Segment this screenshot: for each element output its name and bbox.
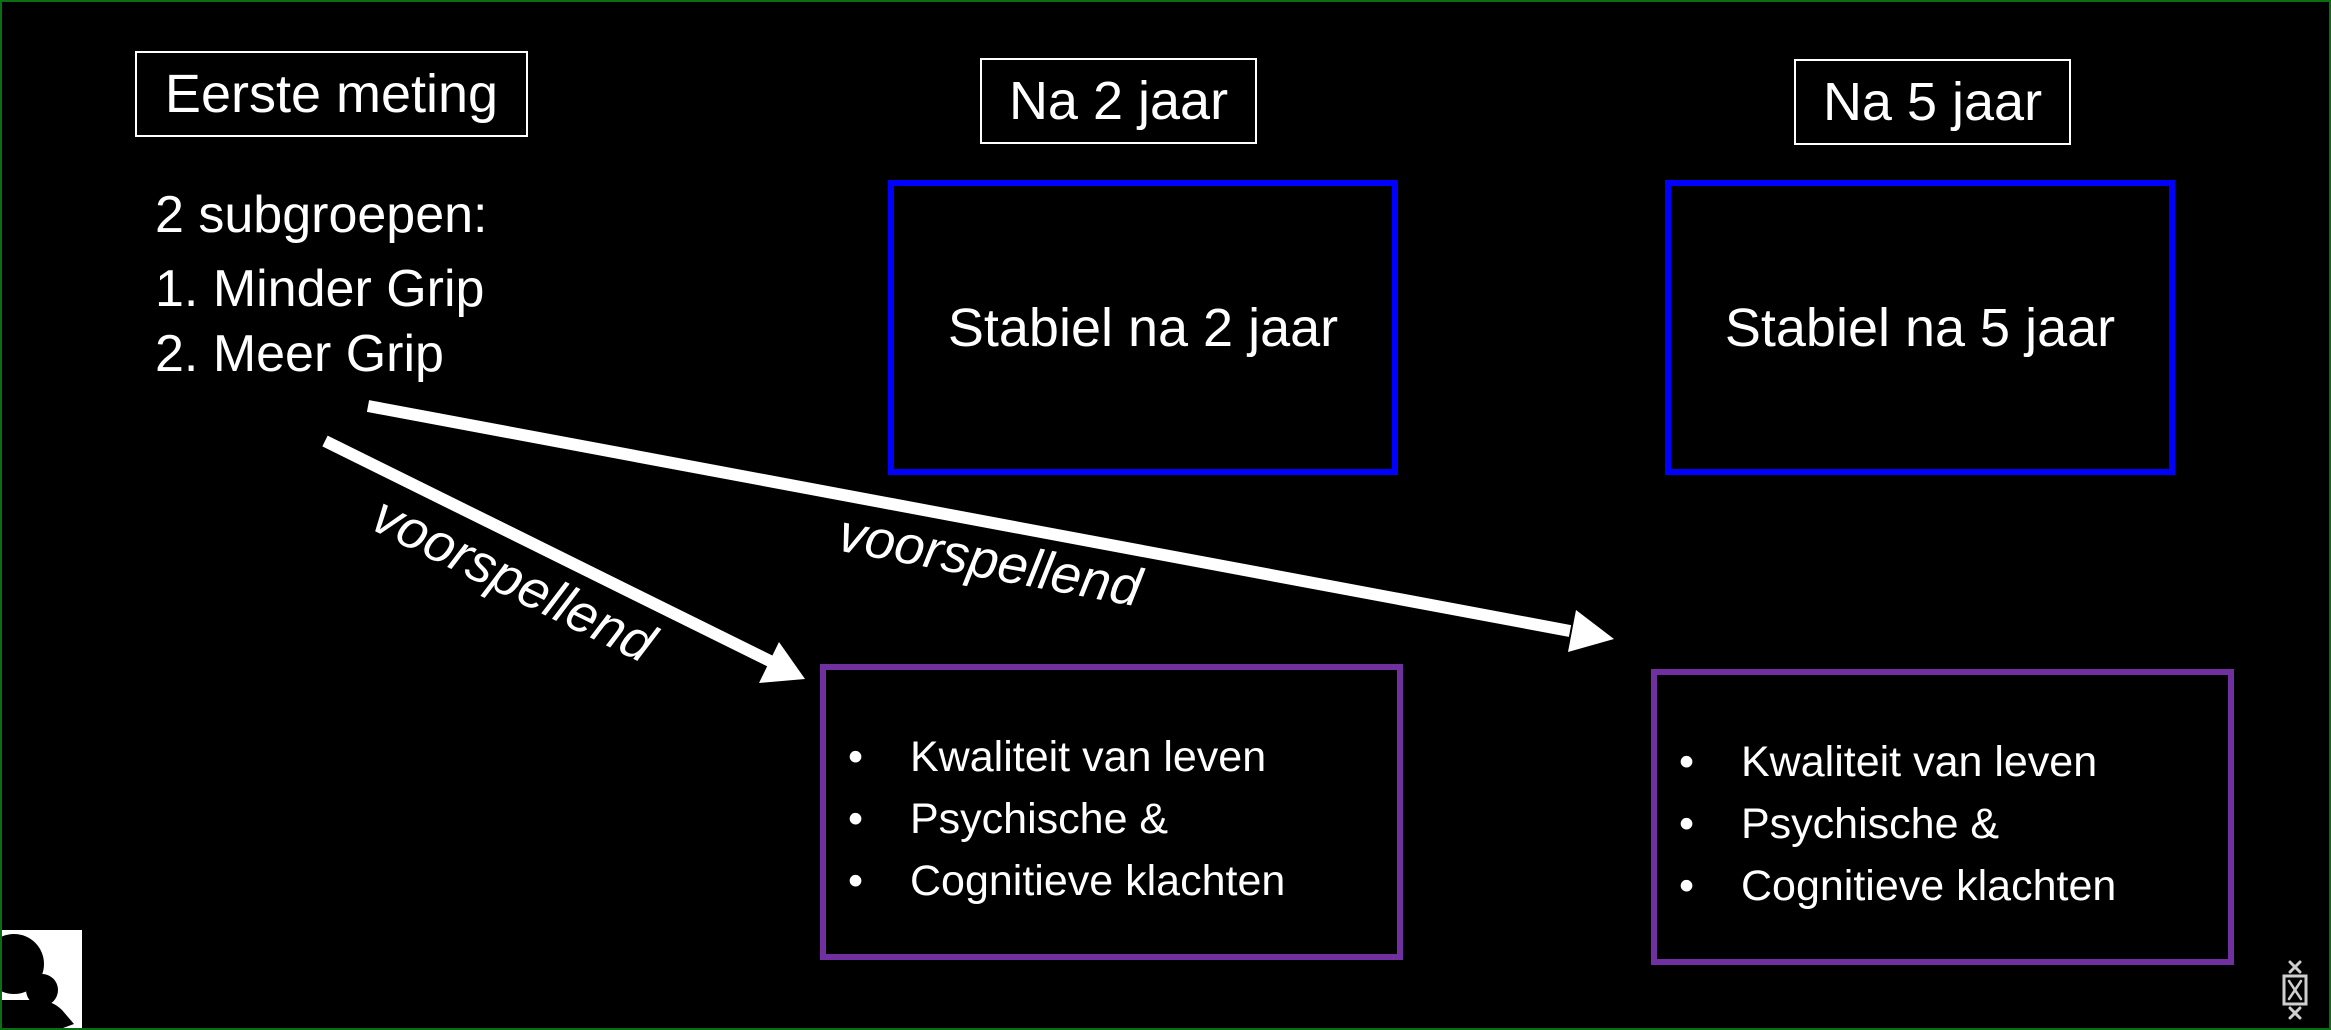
stable-5-years-box: Stabiel na 5 jaar <box>1665 180 2175 475</box>
outcome-label: Kwaliteit van leven <box>910 733 1267 781</box>
outcomes-5-years-box: • Kwaliteit van leven • Psychische & • Cogn… <box>1651 669 2234 965</box>
title-na-5-jaar: Na 5 jaar <box>1794 59 2071 145</box>
bullet: • <box>1679 738 1695 786</box>
outcomes-2-years-list: • Kwaliteit van leven • Psychische & • Cogn… <box>848 726 1285 912</box>
crosses-logo-icon <box>2282 960 2308 1020</box>
bullet: • <box>1679 800 1695 848</box>
list-item: • Psychische & <box>1679 793 2116 855</box>
outcome-label: Psychische & <box>1741 800 2000 848</box>
bullet: • <box>1679 862 1695 910</box>
list-item: • Cognitieve klachten <box>848 850 1285 912</box>
list-item: • Kwaliteit van leven <box>848 726 1285 788</box>
stable-2-years-box: Stabiel na 2 jaar <box>888 180 1398 475</box>
outcome-label: Cognitieve klachten <box>910 857 1286 905</box>
subgroup-item-2: 2. Meer Grip <box>155 325 444 383</box>
outcome-label: Cognitieve klachten <box>1741 862 2117 910</box>
subgroup-item-1: 1. Minder Grip <box>155 260 485 318</box>
outcomes-5-years-list: • Kwaliteit van leven • Psychische & • Cogn… <box>1679 731 2116 917</box>
arrow-to-5-years <box>366 400 1614 652</box>
outcome-label: Kwaliteit van leven <box>1741 738 2098 786</box>
subgroups-heading: 2 subgroepen: <box>155 186 488 244</box>
person-logo-icon <box>2 930 82 1028</box>
arrow-to-2-years <box>322 435 805 683</box>
outcome-label: Psychische & <box>910 795 1169 843</box>
bullet: • <box>848 857 864 905</box>
title-na-2-jaar: Na 2 jaar <box>980 58 1257 144</box>
list-item: • Psychische & <box>848 788 1285 850</box>
title-eerste-meting: Eerste meting <box>135 51 528 137</box>
list-item: • Kwaliteit van leven <box>1679 731 2116 793</box>
outcomes-2-years-box: • Kwaliteit van leven • Psychische & • Cogn… <box>820 664 1403 960</box>
bullet: • <box>848 795 864 843</box>
bullet: • <box>848 733 864 781</box>
list-item: • Cognitieve klachten <box>1679 855 2116 917</box>
